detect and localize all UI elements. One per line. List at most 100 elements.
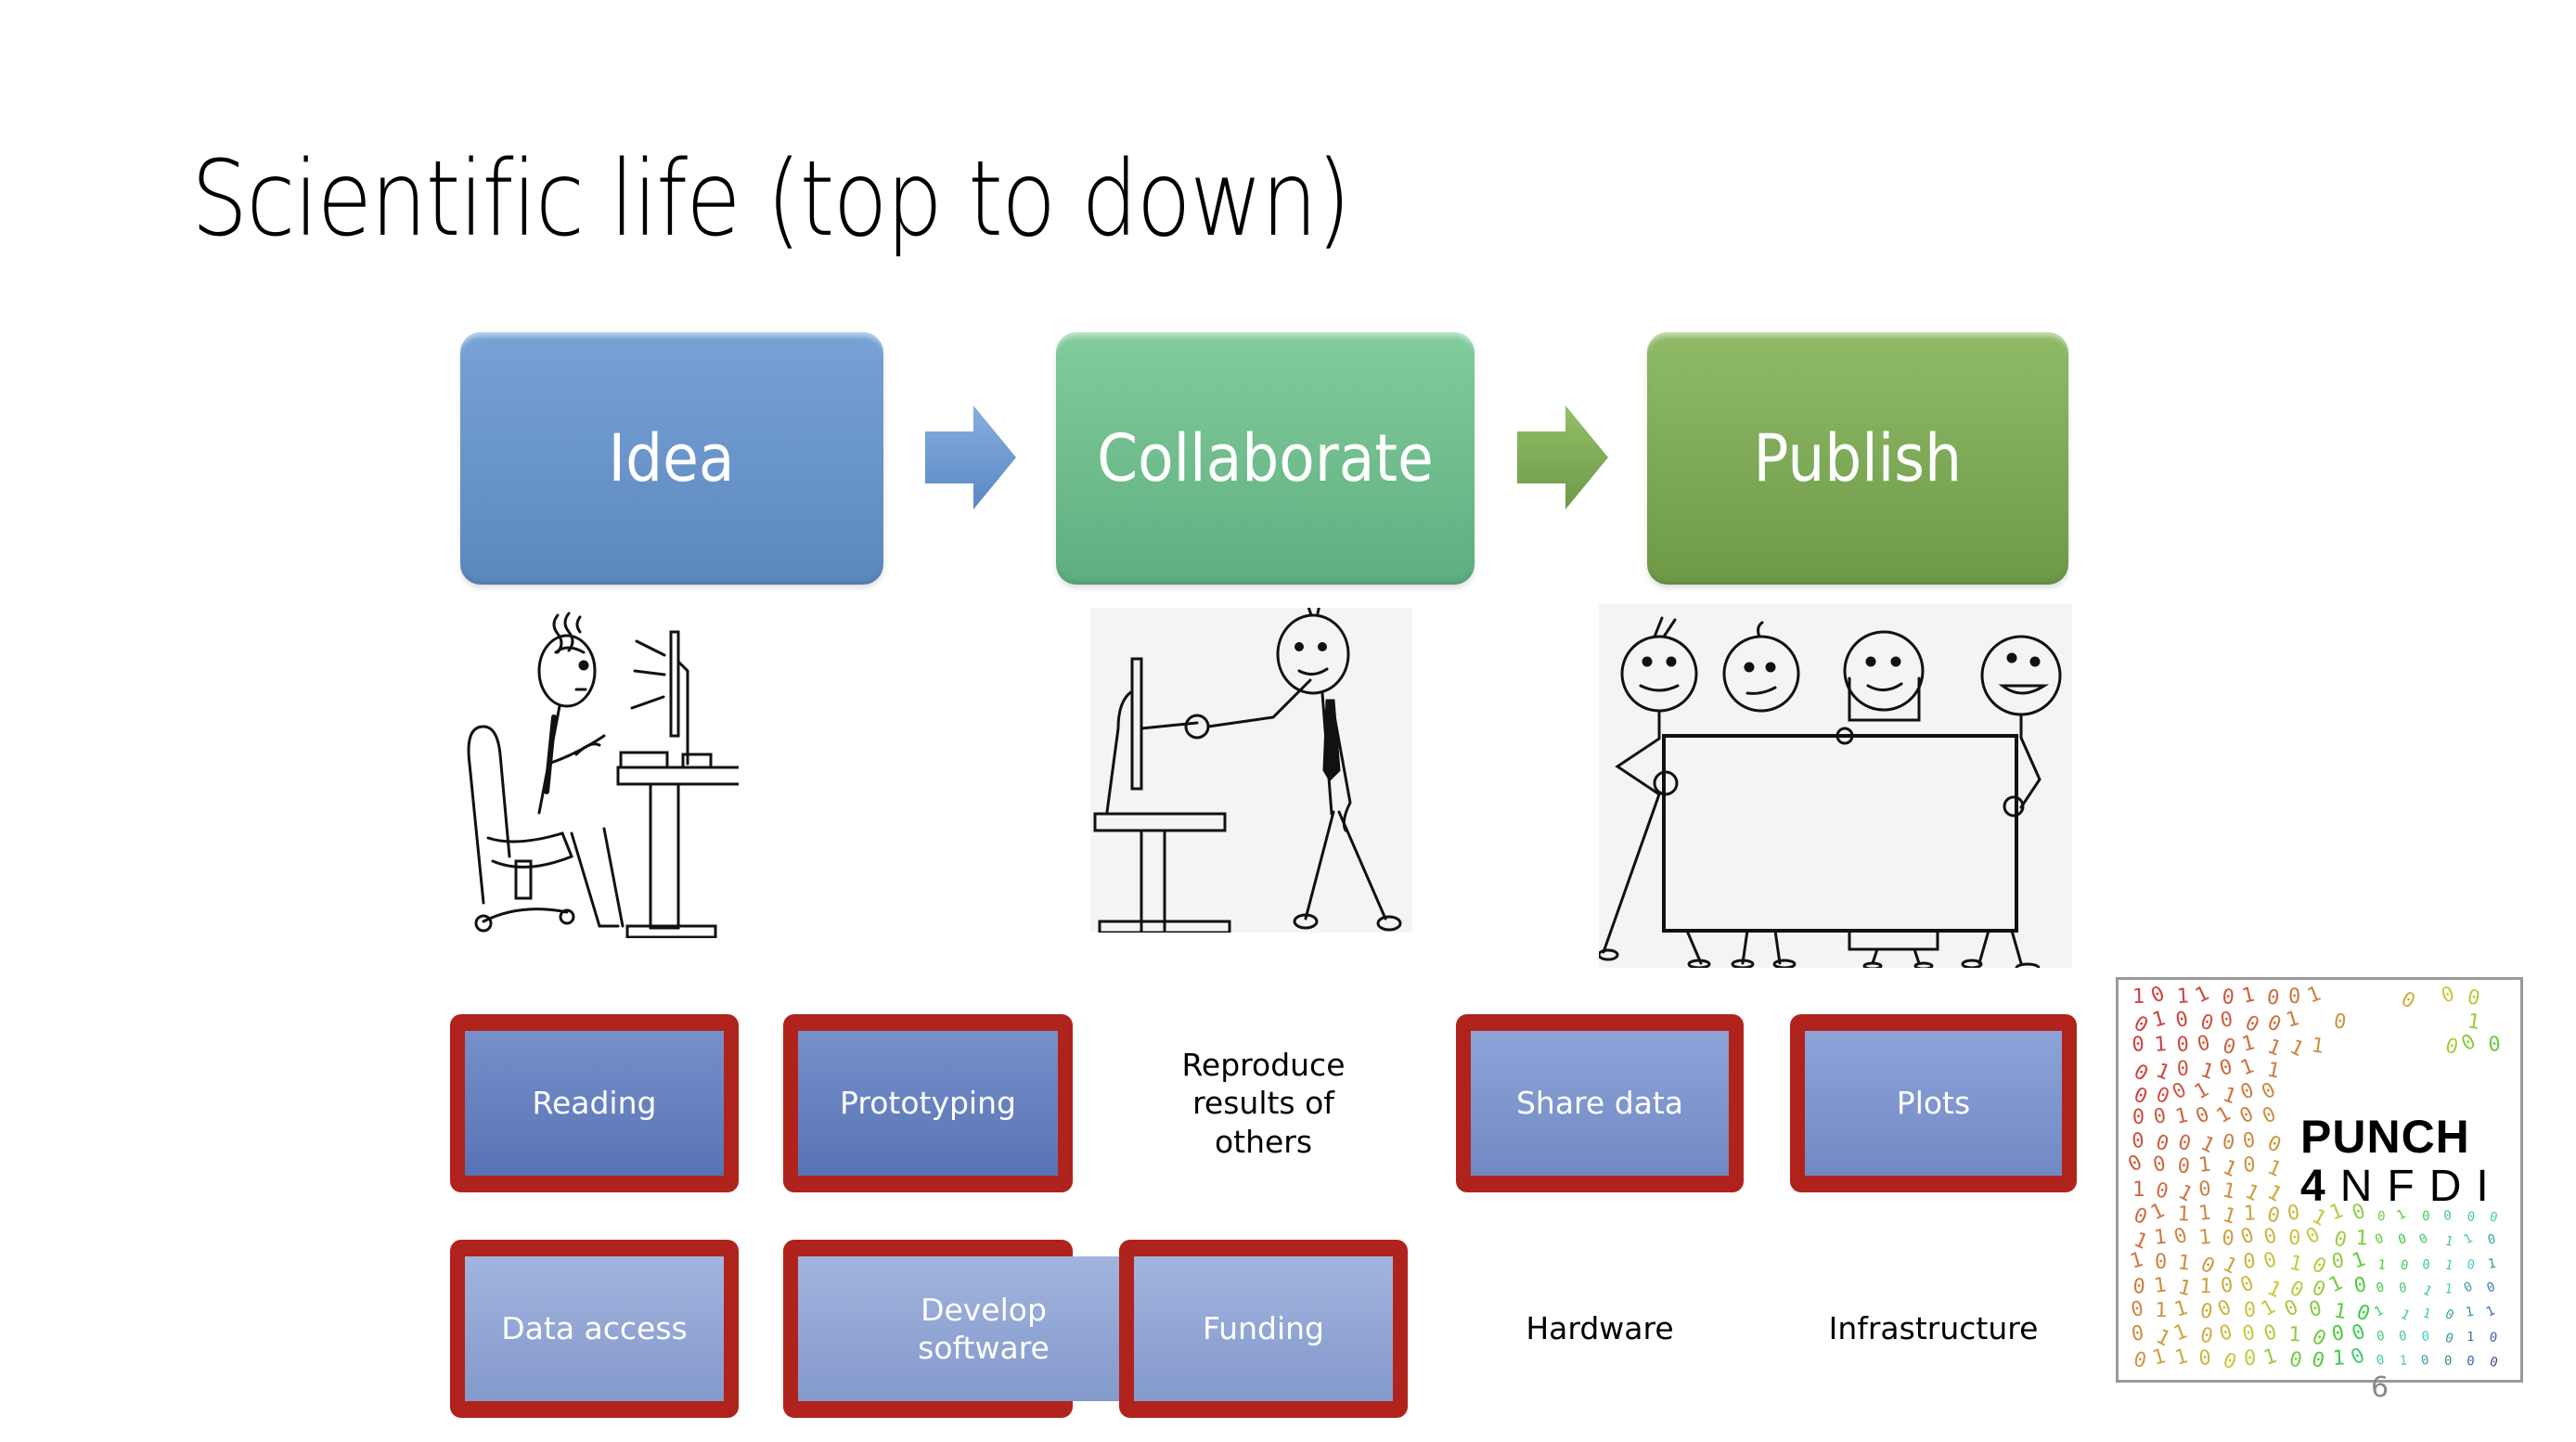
binary-digit: 0: [2193, 1102, 2213, 1128]
binary-digit: 0: [2467, 1354, 2475, 1369]
binary-digit: 0: [2148, 982, 2169, 1008]
binary-digit: 0: [2308, 1325, 2329, 1351]
binary-digit: 1: [2175, 1276, 2193, 1302]
binary-digit: 1: [2155, 1299, 2168, 1322]
stage-idea: Idea: [460, 332, 883, 585]
binary-digit: 1: [2240, 984, 2258, 1009]
binary-digit: 1: [2264, 1156, 2285, 1182]
task-share-data-label: Share data: [1471, 1031, 1729, 1176]
binary-digit: 0: [2376, 1329, 2386, 1345]
binary-digit: 0: [2348, 1344, 2369, 1370]
binary-digit: 1: [2399, 1354, 2407, 1369]
binary-digit: 0: [2264, 1011, 2285, 1037]
binary-digit: 1: [2443, 1233, 2454, 1250]
task-hardware: Hardware: [1456, 1240, 1744, 1418]
binary-digit: 0: [2396, 1231, 2408, 1248]
binary-digit: 1: [2466, 1010, 2481, 1035]
binary-digit: 1: [2444, 1281, 2454, 1297]
binary-digit: 0: [2131, 1129, 2145, 1153]
binary-digit: 0: [2176, 1058, 2189, 1081]
binary-digit: 0: [2349, 1320, 2368, 1346]
binary-digit: 0: [2237, 1271, 2258, 1297]
right-arrow-icon: [1517, 406, 1608, 509]
binary-digit: 0: [2261, 1224, 2279, 1250]
binary-digit: 0: [2260, 1102, 2280, 1128]
binary-digit: 0: [2288, 1227, 2301, 1250]
binary-digit: 1: [2465, 1305, 2475, 1320]
binary-digit: 0: [2442, 1307, 2455, 1323]
binary-digit: 0: [2264, 1132, 2285, 1158]
binary-digit: 1: [2421, 1306, 2432, 1322]
group-holding-blank-sign-illustration: [1599, 604, 2072, 968]
binary-digit: 0: [2242, 1250, 2256, 1274]
binary-digit: 1: [2132, 985, 2145, 1009]
binary-digit: 1: [2286, 1036, 2307, 1062]
binary-digit: 0: [2244, 1347, 2256, 1371]
binary-digit: 0: [2152, 1104, 2168, 1129]
task-funding-label: Funding: [1134, 1256, 1393, 1401]
binary-digit: 0: [2219, 1008, 2235, 1033]
binary-digit: 0: [2217, 1055, 2235, 1080]
binary-digit: 1: [2176, 1251, 2192, 1276]
binary-digit: 0: [2421, 1329, 2430, 1345]
binary-digit: 1: [2176, 985, 2190, 1009]
binary-digit: 1: [2237, 1055, 2257, 1081]
binary-digit: 0: [2330, 1321, 2346, 1346]
task-infrastructure: Infrastructure: [1790, 1240, 2077, 1418]
binary-digit: 0: [2242, 1153, 2256, 1178]
binary-digit: 0: [2151, 1152, 2168, 1178]
task-funding: Funding: [1119, 1240, 1408, 1418]
binary-digit: 1: [2221, 1178, 2237, 1204]
stage-collaborate: Collaborate: [1056, 332, 1475, 585]
binary-digit: 1: [2239, 1031, 2257, 1056]
binary-digit: 0: [2217, 1320, 2235, 1346]
binary-digit: 1: [2350, 1248, 2369, 1274]
binary-digit: 0: [2220, 1348, 2240, 1374]
task-hardware-label: Hardware: [1526, 1310, 1674, 1347]
binary-digit: 0: [2466, 985, 2481, 1011]
binary-digit: 0: [2288, 985, 2300, 1009]
binary-digit: 0: [2420, 1353, 2430, 1369]
binary-digit: 0: [2176, 1131, 2194, 1156]
binary-digit: 0: [2265, 1203, 2283, 1228]
binary-digit: 1: [2172, 1345, 2190, 1371]
binary-digit: 0: [2287, 1347, 2304, 1372]
binary-digit: 0: [2214, 1295, 2235, 1321]
binary-digit: 0: [2153, 1131, 2170, 1157]
logo-4nfdi-text: 4NFDI: [2300, 1161, 2504, 1212]
binary-digit: 0: [2398, 1281, 2408, 1296]
binary-digit: 1: [2288, 1323, 2301, 1346]
binary-digit: 1: [2332, 1346, 2346, 1371]
binary-digit: 0: [2132, 1348, 2149, 1373]
person-at-computer-illustration: [465, 606, 739, 938]
binary-digit: 0: [2352, 1273, 2368, 1298]
binary-digit: 0: [2373, 1231, 2386, 1248]
binary-digit: 0: [2398, 1329, 2408, 1345]
binary-digit: 0: [2330, 1249, 2346, 1274]
binary-digit: 0: [2125, 1151, 2146, 1177]
binary-digit: 1: [2265, 1058, 2282, 1083]
binary-digit: 1: [2310, 1034, 2325, 1059]
binary-digit: 0: [2132, 1033, 2145, 1057]
binary-digit: 1: [2197, 1153, 2212, 1178]
binary-digit: 0: [2422, 1209, 2430, 1224]
stage-publish: Publish: [1647, 332, 2068, 585]
binary-digit: 0: [2130, 1321, 2145, 1346]
binary-digit: 1: [2170, 1320, 2190, 1346]
binary-digit: 1: [2260, 1345, 2279, 1371]
task-prototyping-label: Prototyping: [798, 1031, 1058, 1176]
binary-digit: 0: [2221, 1130, 2236, 1155]
binary-digit: 1: [2372, 1303, 2386, 1320]
binary-digit: 0: [2416, 1230, 2430, 1247]
binary-digit: 0: [2222, 1227, 2235, 1251]
slide-title: Scientific life (top to down): [191, 139, 1351, 260]
binary-digit: 1: [2443, 1257, 2454, 1273]
binary-digit: 1: [2263, 1180, 2286, 1206]
task-plots-label: Plots: [1805, 1031, 2062, 1176]
binary-digit: 1: [2132, 1178, 2145, 1202]
binary-digit: 1: [2355, 1227, 2369, 1251]
binary-digit: 0: [2261, 1320, 2279, 1346]
binary-digit: 0: [2466, 1209, 2476, 1225]
binary-digit: 0: [2485, 1280, 2498, 1296]
binary-digit: 0: [2197, 1178, 2211, 1202]
